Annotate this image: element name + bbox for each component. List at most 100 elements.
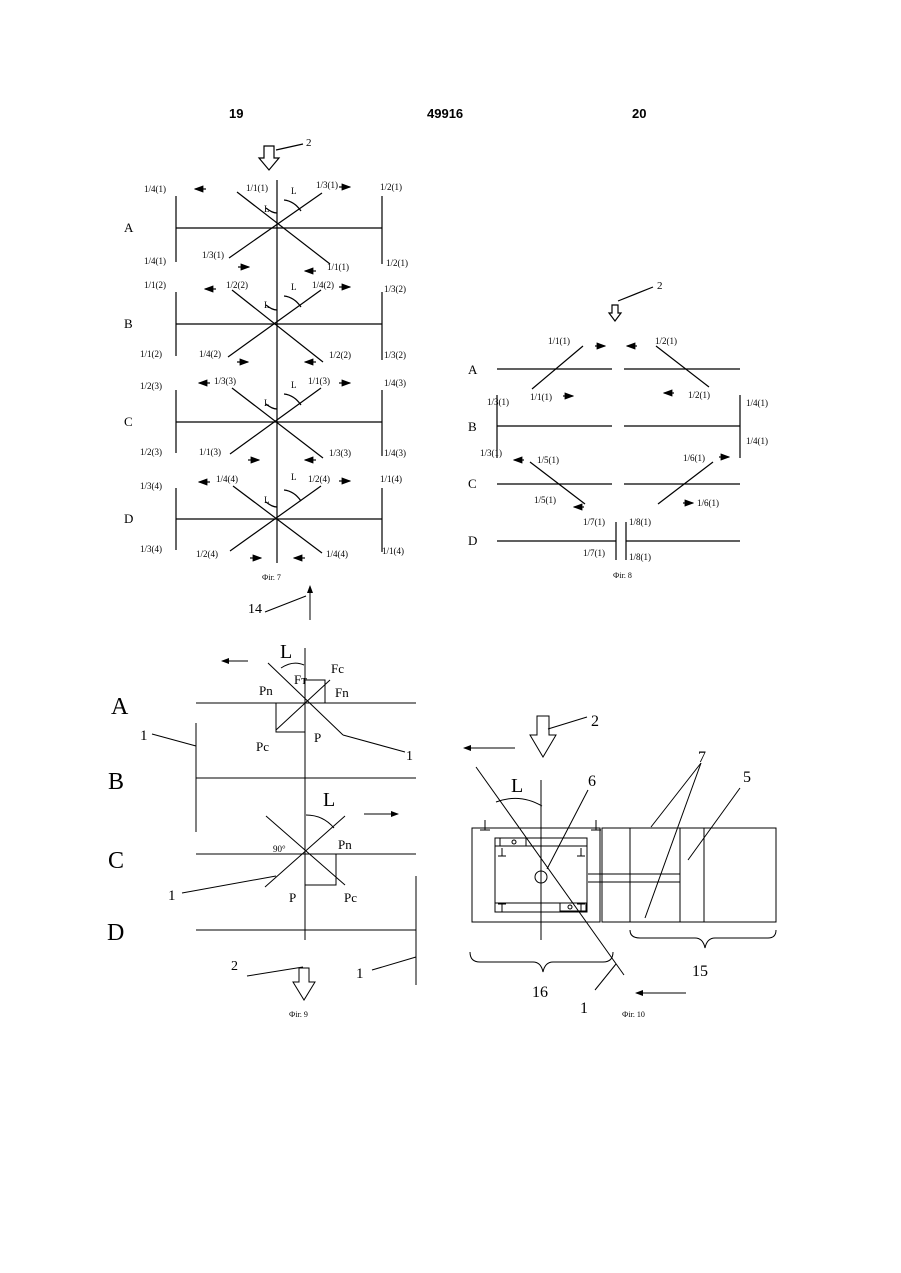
diagram-label: 1/3(4) [140, 544, 162, 554]
flow-arrow-icon [609, 305, 621, 321]
diagram-label: C [124, 414, 133, 429]
diagram-label: 1/3(1) [316, 180, 338, 190]
diagram-label: 90° [273, 844, 286, 854]
diagram-label: L [291, 282, 297, 292]
diagram-stroke [343, 735, 405, 752]
fig7-caption: Фіг. 7 [262, 573, 281, 582]
diagram-label: 1/4(1) [144, 256, 166, 266]
diagram-label: 1/3(3) [329, 448, 351, 458]
diagram-label: 1/8(1) [629, 552, 651, 562]
diagram-label: Pn [338, 837, 352, 852]
diagram-label: L [291, 380, 297, 390]
diagram-label: 1/4(2) [199, 349, 221, 359]
diagram-label: Fт [294, 672, 307, 687]
diagram-stroke [284, 296, 301, 307]
diagram-stroke [470, 952, 613, 972]
diagram-label: 1/7(1) [583, 548, 605, 558]
diagram-stroke [152, 734, 196, 746]
diagram-stroke [656, 346, 709, 387]
diagram-label: 1/1(4) [382, 546, 404, 556]
diagram-label: 1/3(1) [487, 397, 509, 407]
figure-7: 2 A L L 1/4(1) 1/1(1) 1/3(1) 1/2(1) 1/4(… [124, 137, 408, 582]
diagram-stroke [645, 763, 701, 918]
figure-10: 2 L [470, 713, 776, 1019]
fig10-caption: Фіг. 10 [622, 1010, 645, 1019]
diagram-label: Fc [331, 661, 344, 676]
diagram-label: 1/2(2) [329, 350, 351, 360]
diagram-label: A [468, 362, 478, 377]
diagram-label: B [124, 316, 133, 331]
diagram-label: 1/4(3) [384, 448, 406, 458]
diagram-label: 1/1(2) [144, 280, 166, 290]
diagram-label: 1/4(1) [746, 398, 768, 408]
diagram-label: 1/1(3) [308, 376, 330, 386]
diagram-label: 6 [588, 773, 596, 790]
diagram-label: 1/1(1) [548, 336, 570, 346]
diagram-stroke [512, 840, 516, 844]
diagram-stroke [281, 663, 304, 668]
diagram-label: 1/3(1) [480, 448, 502, 458]
fig9-caption: Фіг. 9 [289, 1010, 308, 1019]
fig8-caption: Фіг. 8 [613, 571, 632, 580]
diagram-label: 1/2(1) [380, 182, 402, 192]
diagram-label: 1/3(1) [202, 250, 224, 260]
diagram-label: 1/4(4) [326, 549, 348, 559]
fig7-row-b: B L L 1/1(2) 1/2(2) 1/4(2) 1/3(2) 1/1(2)… [124, 280, 406, 362]
diagram-label: Pn [259, 683, 273, 698]
diagram-label: 1 [580, 1000, 588, 1017]
diagram-label: 1/8(1) [629, 517, 651, 527]
flow-arrow-icon [293, 968, 315, 1000]
fig7-pointer-label: 2 [306, 137, 312, 149]
diagram-label: 15 [692, 963, 708, 980]
diagram-label: A [111, 694, 129, 720]
diagram-label: C [468, 476, 477, 491]
diagram-stroke [284, 394, 301, 405]
diagram-label: L [511, 775, 523, 797]
diagram-stroke [247, 967, 303, 976]
flow-arrow-icon [530, 716, 556, 757]
diagram-stroke [305, 680, 325, 703]
diagram-label: 7 [698, 749, 706, 766]
diagram-stroke [602, 828, 776, 922]
diagram-label: Fn [335, 685, 349, 700]
diagram-stroke [595, 964, 616, 990]
figure-8: 2 A 1/1(1) 1/2(1) 1/1(1) 1/2(1) B 1/3(1)… [468, 280, 768, 580]
diagram-stroke [532, 346, 583, 389]
diagram-label: D [107, 920, 124, 946]
diagram-label: B [468, 419, 477, 434]
diagram-stroke [265, 596, 306, 612]
diagram-label: 2 [657, 280, 663, 292]
diagram-label: D [124, 511, 133, 526]
diagram-label: L [291, 186, 297, 196]
diagram-label: D [468, 533, 477, 548]
diagram-stroke [500, 838, 526, 846]
diagram-stroke [284, 490, 301, 501]
diagram-label: 1/1(1) [327, 262, 349, 272]
diagram-label: Pc [344, 890, 357, 905]
diagram-label: 1 [140, 728, 148, 744]
diagram-label: 1/2(1) [688, 390, 710, 400]
diagram-label: 1/6(1) [683, 453, 705, 463]
diagram-label: L [264, 495, 270, 505]
diagram-label: 1/4(3) [384, 378, 406, 388]
diagram-stroke [547, 790, 588, 869]
diagram-stroke [305, 854, 336, 885]
diagram-stroke [182, 876, 276, 893]
diagram-label: 1/2(1) [655, 336, 677, 346]
diagram-label: 1/1(1) [530, 392, 552, 402]
diagram-label: 14 [248, 602, 262, 617]
diagram-label: 16 [532, 984, 548, 1001]
diagram-label: 1/5(1) [537, 455, 559, 465]
diagram-label: 1/2(1) [386, 258, 408, 268]
diagram-label: 1/4(2) [312, 280, 334, 290]
diagram-label: 1/2(4) [196, 549, 218, 559]
diagram-stroke [568, 905, 572, 909]
diagram-label: P [314, 730, 321, 745]
diagram-label: 1/1(2) [140, 349, 162, 359]
diagram-label: 1/1(3) [199, 447, 221, 457]
diagram-stroke [651, 763, 701, 827]
diagram-label: 1/1(1) [246, 183, 268, 193]
diagram-label: L [264, 204, 270, 214]
